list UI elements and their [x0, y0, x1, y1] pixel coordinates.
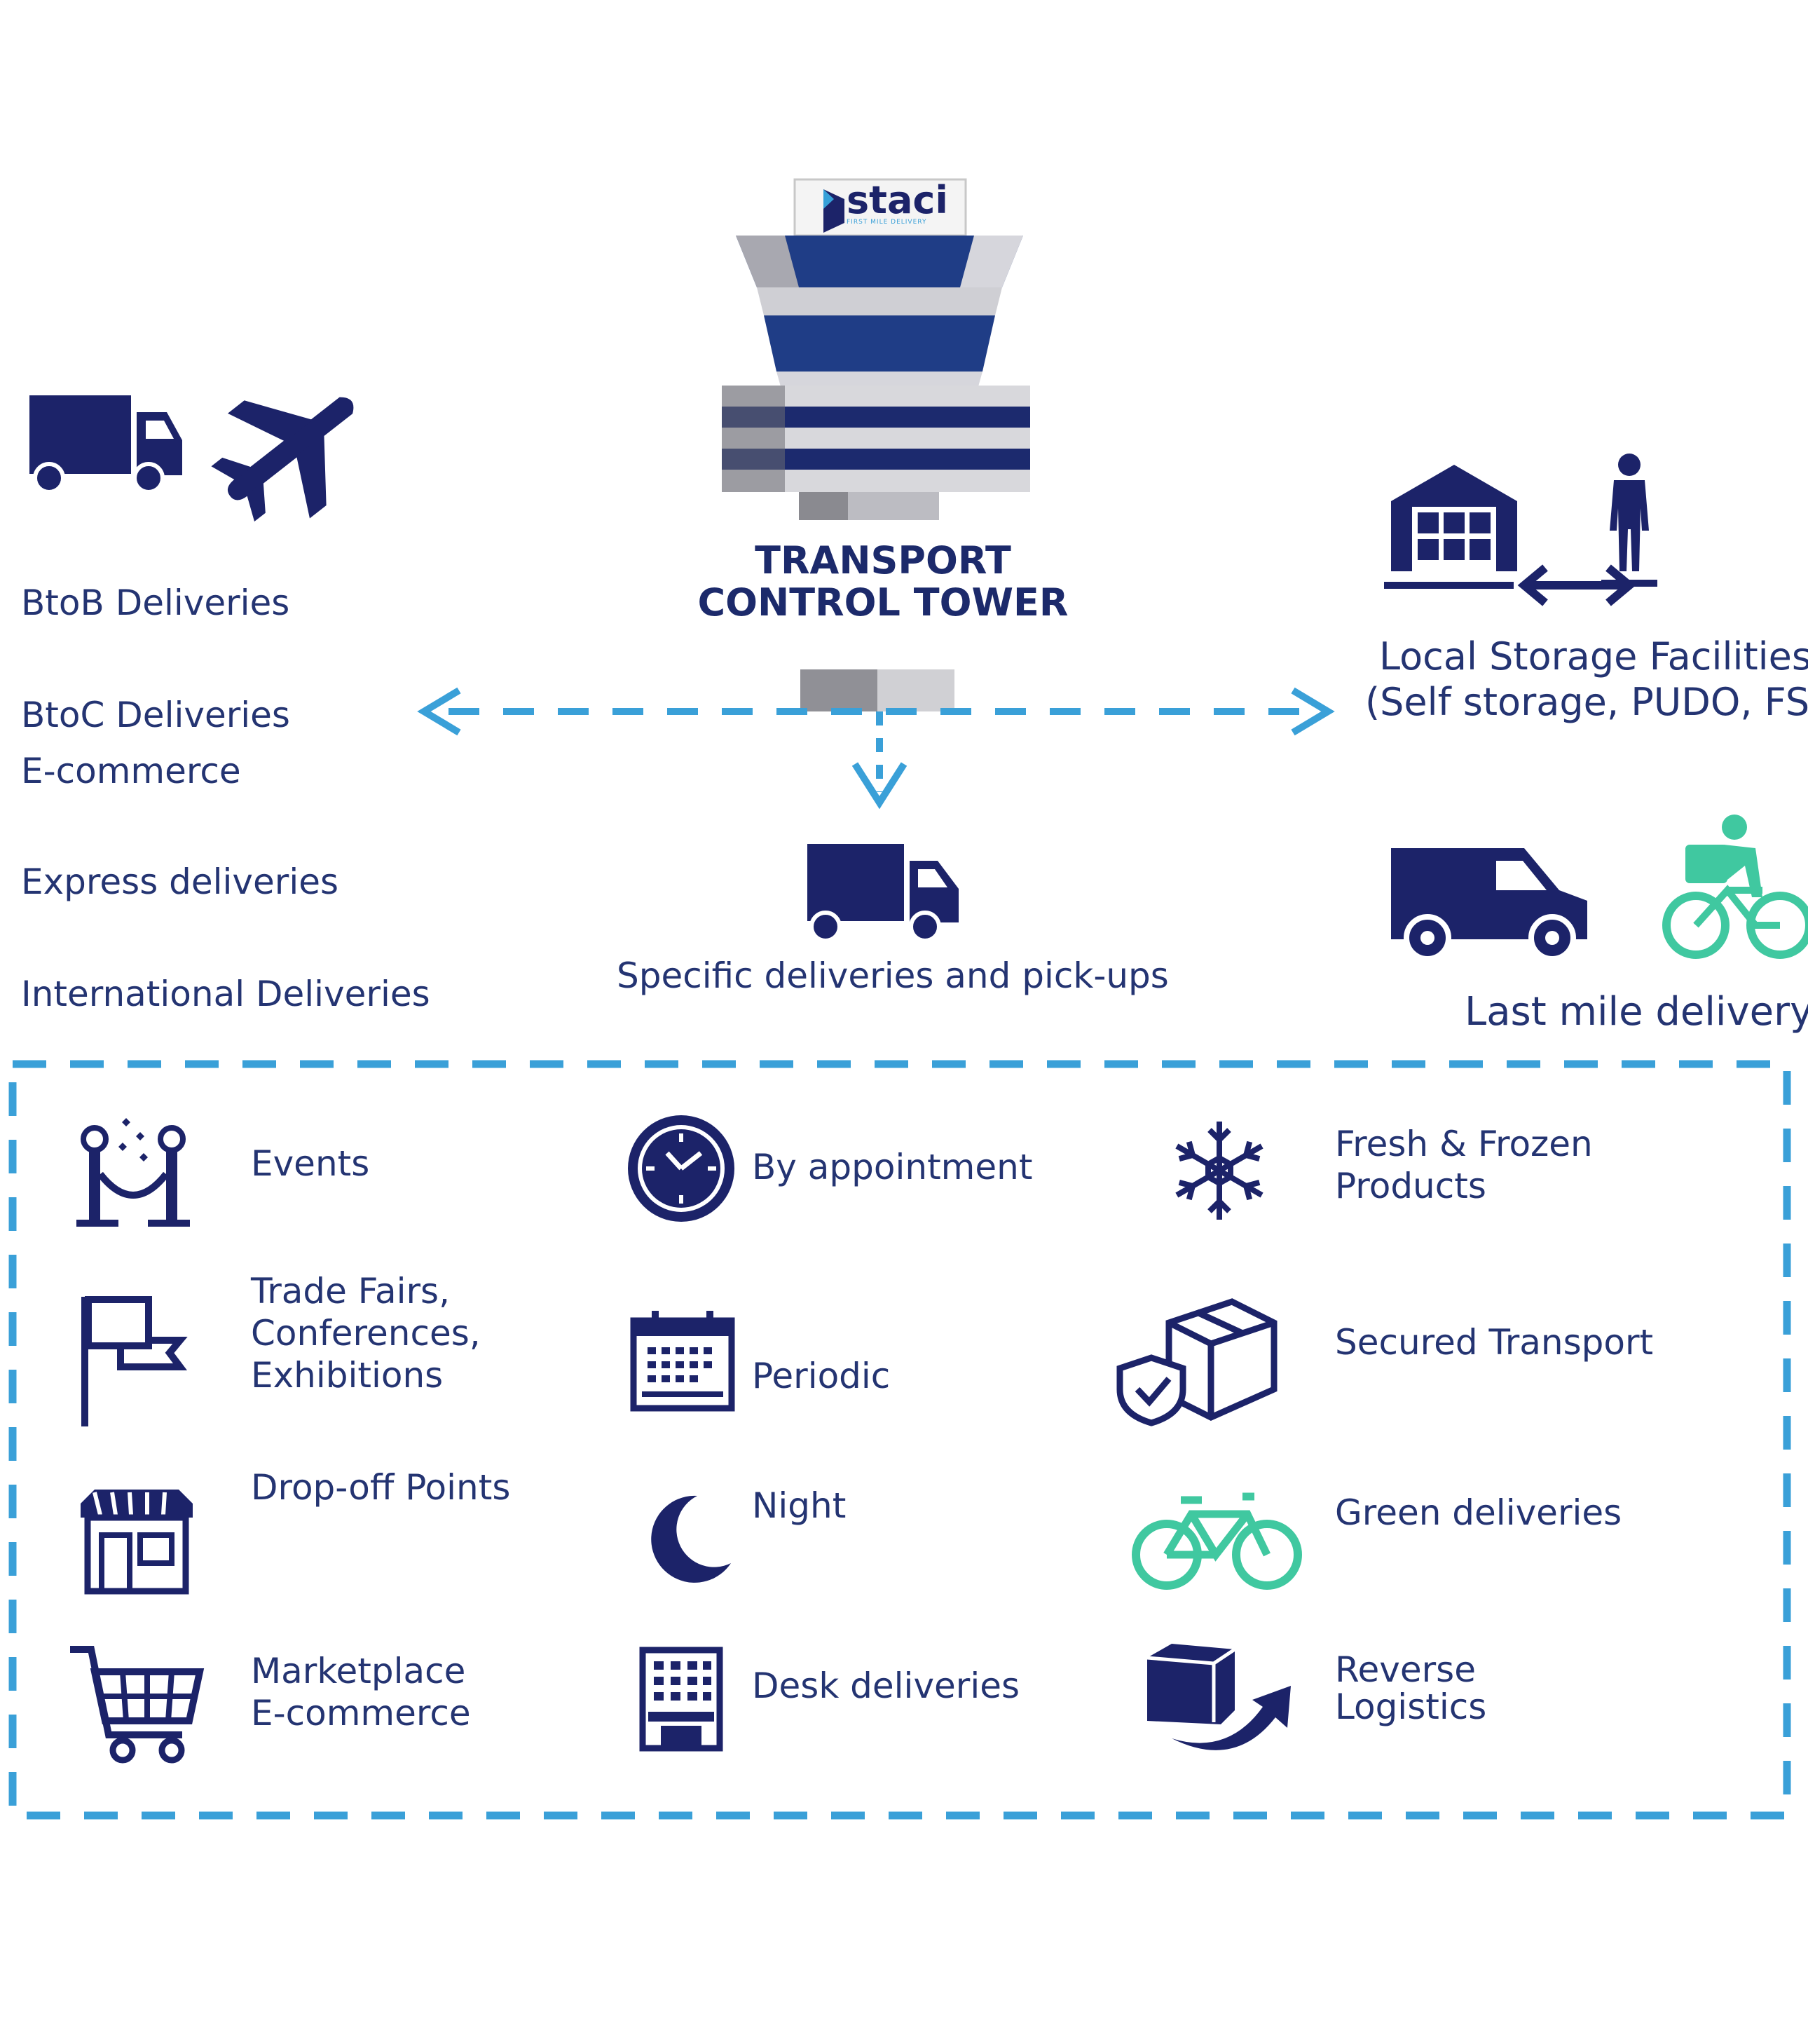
shop-icon — [81, 1490, 193, 1597]
left-item-btob: BtoB Deliveries — [21, 582, 290, 623]
moon-icon — [648, 1493, 732, 1587]
left-item-ecommerce: E-commerce — [21, 751, 241, 791]
service-appointment: By appointment — [752, 1147, 1033, 1187]
center-label: Specific deliveries and pick-ups — [617, 955, 1169, 996]
reverse-box-icon — [1144, 1644, 1298, 1759]
tower-title-line2: CONTROL TOWER — [697, 580, 1069, 625]
service-marketplace-2: E-commerce — [251, 1693, 471, 1733]
tower-title-line1: TRANSPORT — [755, 538, 1011, 582]
storage-line1: Local Storage Facilities — [1379, 634, 1808, 679]
service-fresh-2: Products — [1335, 1166, 1486, 1206]
calendar-icon — [630, 1311, 736, 1415]
services-box — [7, 1058, 1791, 1820]
logo-tagline: FIRST MILE DELIVERY — [847, 219, 927, 226]
building-icon — [639, 1647, 724, 1755]
cart-icon — [70, 1644, 205, 1766]
left-item-express: Express deliveries — [21, 861, 339, 902]
secured-box-icon — [1116, 1298, 1278, 1427]
event-rope-icon — [74, 1111, 200, 1233]
service-night: Night — [752, 1485, 847, 1526]
truck-icon — [27, 393, 188, 500]
service-trade-fairs-3: Exhibitions — [251, 1355, 444, 1396]
service-drop-off: Drop-off Points — [251, 1467, 511, 1508]
clock-icon — [624, 1111, 743, 1233]
service-events: Events — [251, 1143, 370, 1184]
tower-icon — [722, 178, 1030, 711]
snowflake-icon — [1167, 1118, 1272, 1226]
storage-line2: (Self storage, PUDO, FSL — [1365, 680, 1808, 724]
service-trade-fairs-1: Trade Fairs, — [251, 1271, 450, 1311]
service-reverse-2: Logistics — [1335, 1687, 1487, 1727]
service-trade-fairs-2: Conferences, — [251, 1313, 481, 1354]
logo-text: staci — [847, 178, 948, 222]
plane-icon — [207, 382, 375, 522]
control-tower: staci FIRST MILE DELIVERY — [722, 175, 1058, 715]
last-mile-label: Last mile delivery — [1465, 989, 1808, 1035]
service-desk: Desk deliveries — [752, 1665, 1020, 1706]
flag-icon — [78, 1296, 191, 1433]
cyclist-icon — [1657, 813, 1808, 970]
service-fresh-1: Fresh & Frozen — [1335, 1124, 1593, 1164]
service-secured: Secured Transport — [1335, 1322, 1654, 1363]
warehouse-icon — [1384, 459, 1524, 595]
bicycle-icon — [1132, 1492, 1303, 1594]
center-truck-icon — [804, 841, 966, 949]
van-icon — [1384, 841, 1594, 963]
left-item-btoc: BtoC Deliveries — [21, 695, 290, 735]
service-green: Green deliveries — [1335, 1492, 1622, 1533]
service-reverse-1: Reverse — [1335, 1649, 1476, 1690]
left-item-international: International Deliveries — [21, 974, 430, 1014]
person-icon — [1601, 452, 1657, 595]
service-marketplace-1: Marketplace — [251, 1651, 466, 1691]
service-periodic: Periodic — [752, 1356, 891, 1396]
